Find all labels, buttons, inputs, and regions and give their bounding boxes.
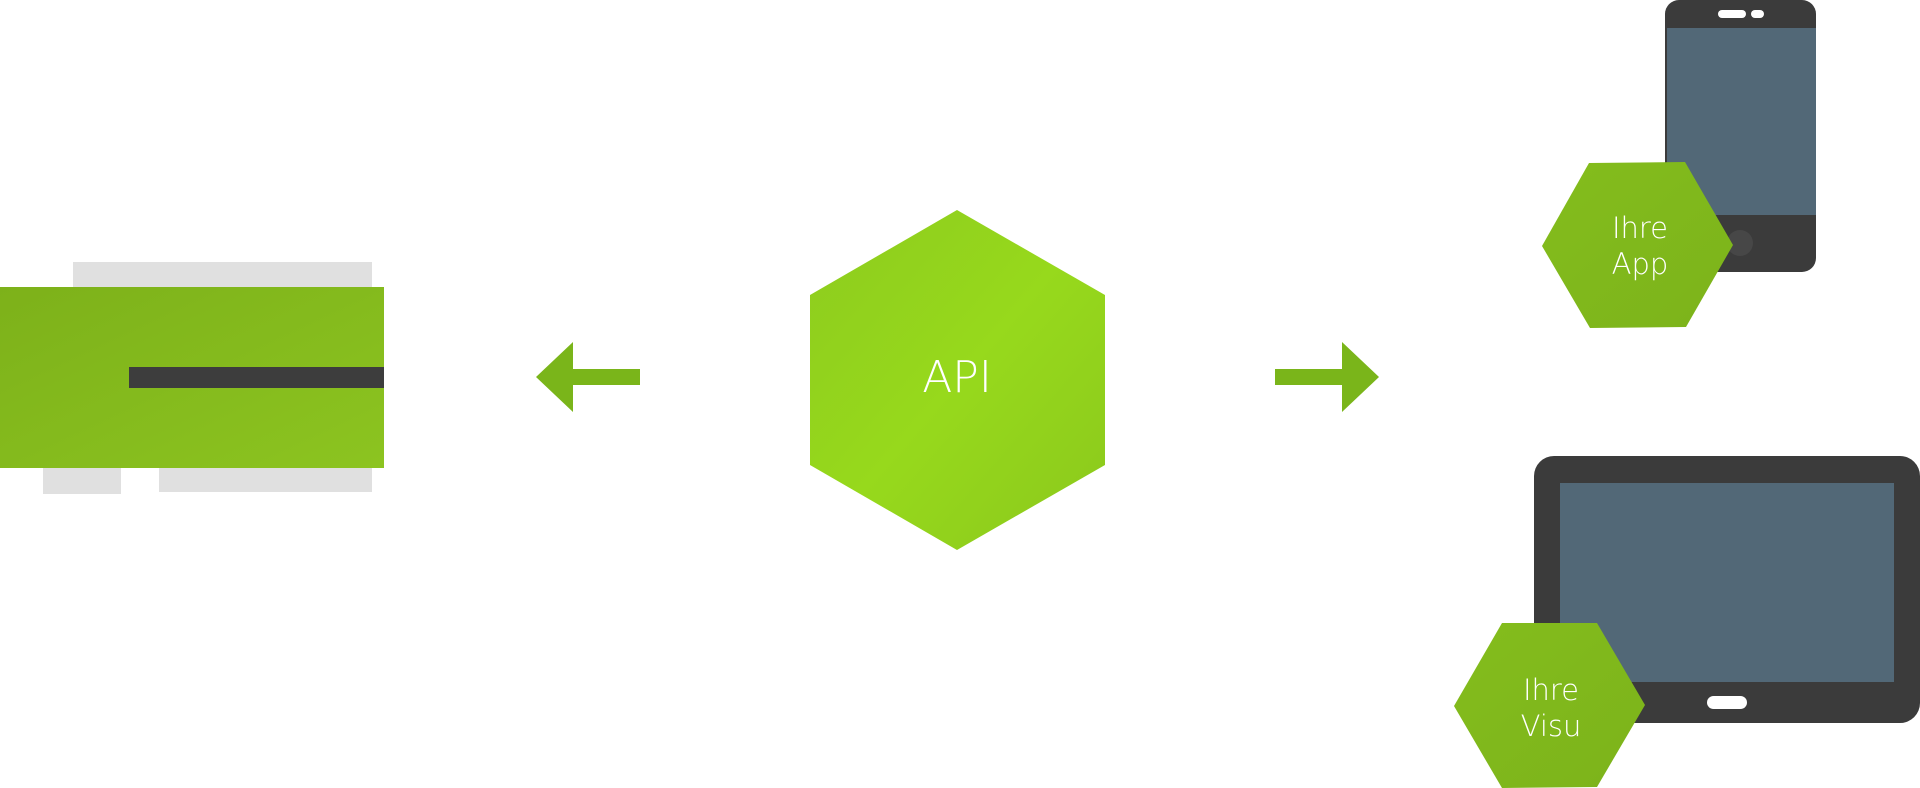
api-hexagon: API <box>810 210 1105 550</box>
arrow-right-icon <box>1275 342 1379 412</box>
module-slot-bar <box>129 367 384 388</box>
module-bottom-shadow-left <box>43 468 121 494</box>
visu-label-line2: Visu <box>1521 709 1582 743</box>
api-hexagon-shape <box>810 210 1105 550</box>
module-bottom-shadow-right <box>159 468 372 492</box>
tablet-home-button <box>1707 696 1747 709</box>
arrow-left-icon <box>536 342 640 412</box>
phone-speaker <box>1718 10 1746 18</box>
visu-hexagon-shape <box>1454 623 1645 788</box>
din-rail-module-icon <box>0 262 384 494</box>
visu-hexagon: Ihre Visu <box>1454 623 1645 788</box>
phone-camera <box>1751 10 1764 18</box>
tablet-screen <box>1560 483 1894 682</box>
module-top-shadow <box>73 262 372 288</box>
app-label-line1: Ihre <box>1612 211 1668 245</box>
app-label-line2: App <box>1612 247 1669 281</box>
app-hexagon-shape <box>1542 162 1733 328</box>
tablet-icon <box>1534 456 1920 723</box>
app-hexagon: Ihre App <box>1542 162 1733 328</box>
visu-label-line1: Ihre <box>1523 673 1579 707</box>
api-label: API <box>922 352 992 403</box>
phone-home-button <box>1727 230 1753 256</box>
